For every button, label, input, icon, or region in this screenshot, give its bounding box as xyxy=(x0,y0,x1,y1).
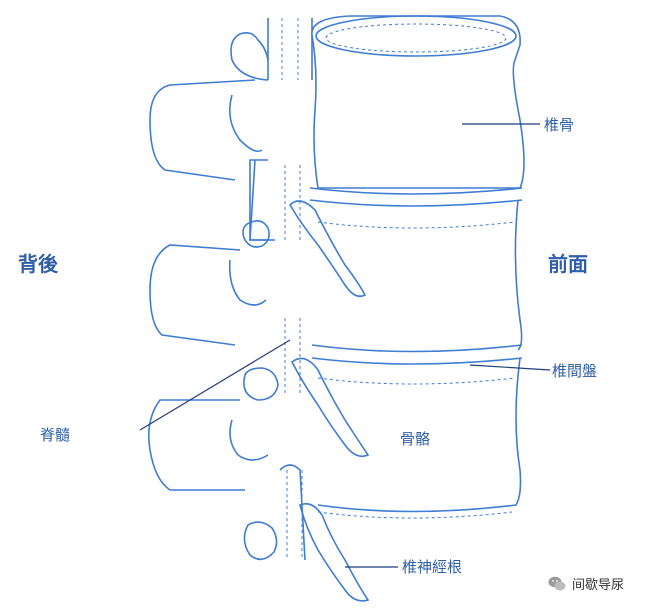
watermark: 间歇导尿 xyxy=(548,574,624,593)
leader-disc xyxy=(470,365,550,370)
nerve-roots xyxy=(290,201,368,601)
label-bone: 骨骼 xyxy=(400,428,430,449)
label-back: 背後 xyxy=(18,248,58,277)
label-nerve-root: 椎神經根 xyxy=(402,556,462,577)
label-spinal-cord: 脊髓 xyxy=(40,424,70,445)
label-disc: 椎間盤 xyxy=(552,360,597,381)
wechat-icon xyxy=(548,576,566,592)
posterior-processes xyxy=(149,33,305,560)
label-front: 前面 xyxy=(548,248,588,277)
label-vertebra: 椎骨 xyxy=(544,114,574,135)
leader-spinal-cord xyxy=(140,340,290,430)
spinal-cord-column xyxy=(268,18,312,560)
watermark-text: 间歇导尿 xyxy=(572,574,624,593)
